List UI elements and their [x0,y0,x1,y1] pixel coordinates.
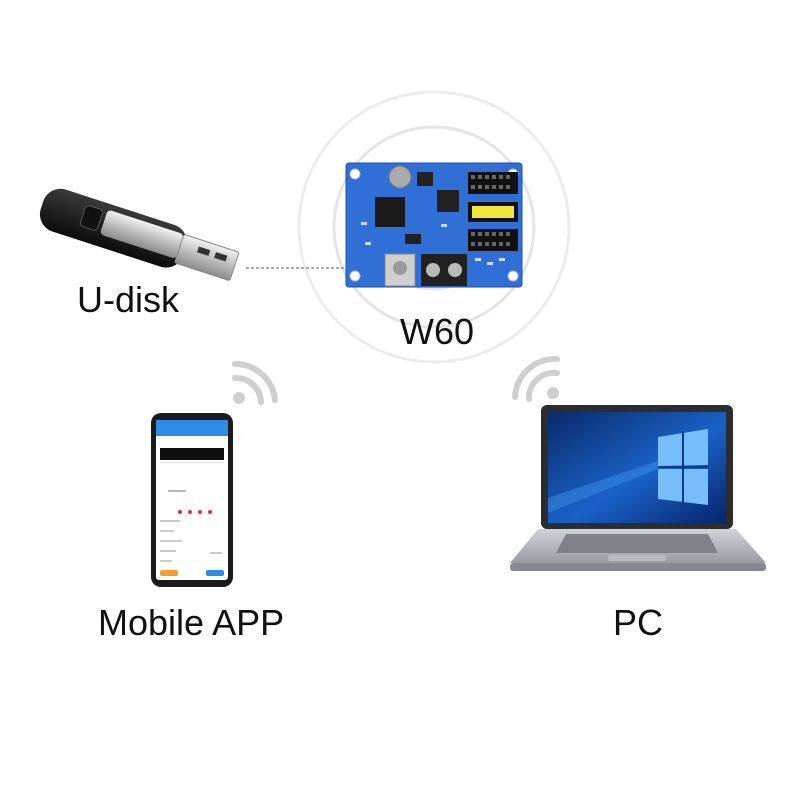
board-label: W60 [400,311,475,352]
pc-label: PC [613,602,664,643]
usb-flash-drive-icon [39,188,240,281]
wifi-signal-icon [232,360,278,405]
wifi-signal-icon [512,355,560,402]
led-controller-board-icon [345,162,523,288]
mobile-label: Mobile APP [98,602,285,643]
laptop-icon [510,405,766,571]
udisk-label: U-disk [77,279,180,320]
smartphone-icon [151,413,233,587]
